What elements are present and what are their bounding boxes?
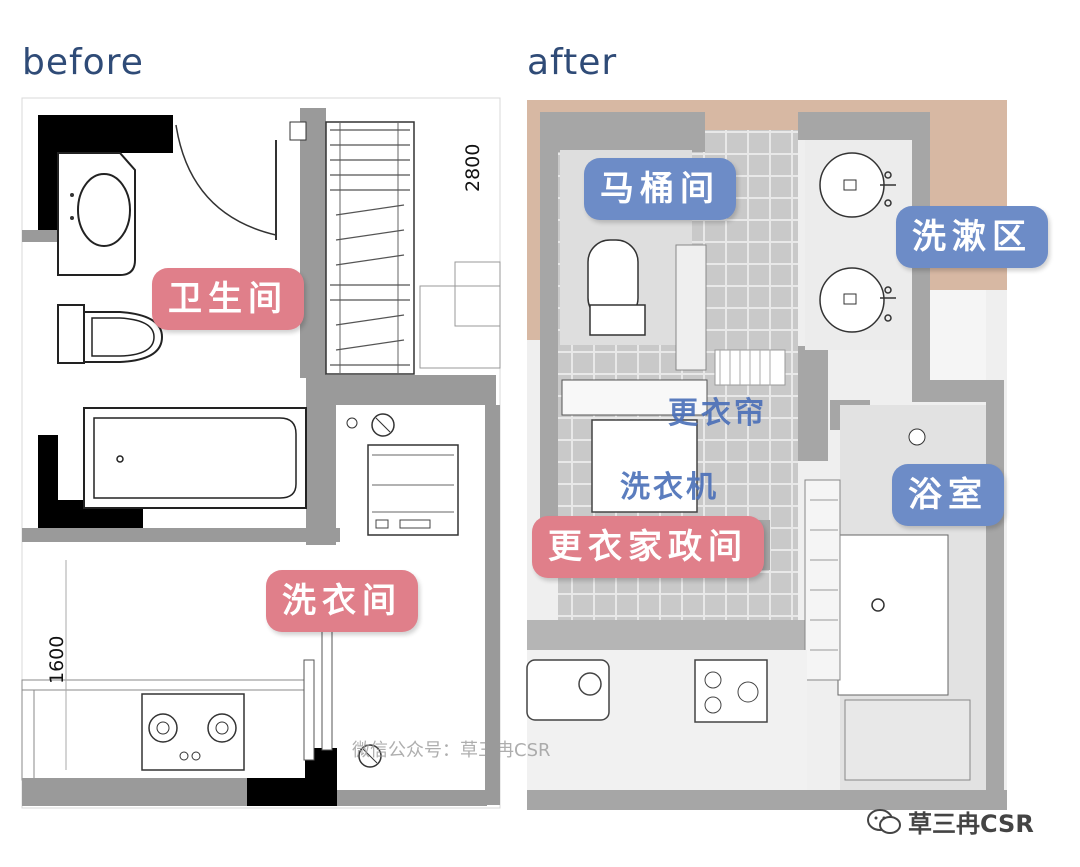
toilet-room-label: 马桶间 [584,158,736,220]
before-heading: before [22,42,144,83]
washing-area-label: 洗漱区 [896,206,1048,268]
laundry-label: 洗衣间 [266,570,418,632]
bathroom-label: 卫生间 [152,268,304,330]
dimension-top: 2800 [462,143,484,192]
watermark: 微信公众号：草三冉CSR [352,740,551,761]
after-heading: after [527,42,618,83]
dressing-room-label: 更衣家政间 [532,516,764,578]
wechat-icon [866,808,902,836]
before-plan [21,97,501,809]
brand: 草三冉CSR [866,804,1034,839]
brand-text: 草三冉CSR [908,810,1034,838]
wardrobe-curtain-label: 更衣帘 [668,396,767,431]
dimension-bottom: 1600 [46,635,68,684]
washing-machine-label: 洗衣机 [620,470,719,505]
shower-label: 浴室 [892,464,1004,526]
